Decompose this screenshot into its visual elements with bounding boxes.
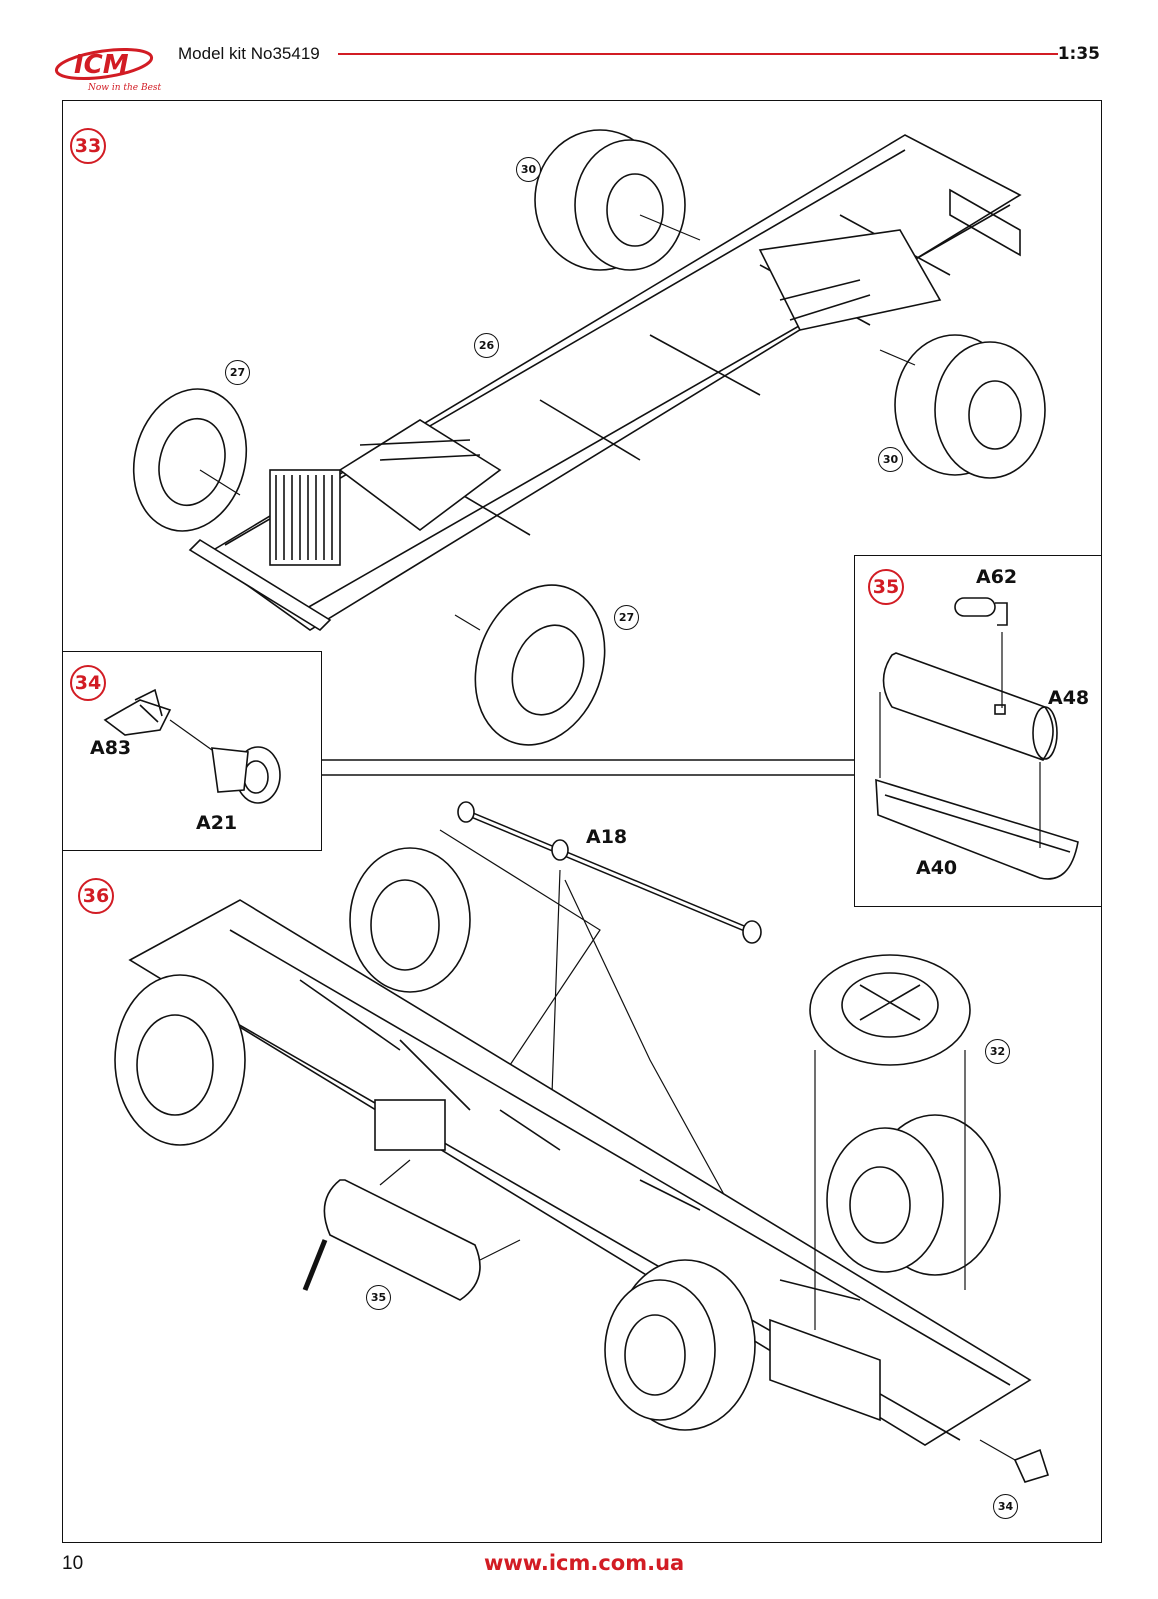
icm-logo: ICM Now in the Best [52,40,170,100]
step33-chassis-frame [188,134,1022,632]
part-a21: A21 [196,812,238,834]
ref-30-top: 30 [516,157,541,182]
website-link[interactable]: www.icm.com.ua [484,1551,685,1575]
part-a83: A83 [90,737,132,759]
step33-wheels [132,129,1046,746]
kit-title: Model kit No35419 [178,44,320,63]
part-a62: A62 [976,566,1018,588]
header-rule [338,53,1058,55]
step36-wheels [114,847,1001,1431]
part-a48: A48 [1048,687,1090,709]
svg-text:Now in the Best: Now in the Best [87,83,162,93]
step36-air-tank [302,1159,521,1301]
scale-label: 1:35 [1057,44,1100,64]
ref-30-right: 30 [878,447,903,472]
ref-27-left: 27 [225,360,250,385]
ref-34: 34 [993,1494,1018,1519]
step-34-badge: 34 [70,665,106,701]
step36-tow-hook [979,1439,1050,1483]
ref-27-bottom: 27 [614,605,639,630]
step-35-badge: 35 [868,569,904,605]
part-a18: A18 [586,826,628,848]
step-33-badge: 33 [70,128,106,164]
ref-32: 32 [985,1039,1010,1064]
page-number: 10 [62,1553,84,1574]
svg-text:ICM: ICM [74,50,129,80]
part-a40: A40 [916,857,958,879]
ref-35: 35 [366,1285,391,1310]
step-36-badge: 36 [78,878,114,914]
ref-26: 26 [474,333,499,358]
step36-driveshaft [439,801,762,1261]
